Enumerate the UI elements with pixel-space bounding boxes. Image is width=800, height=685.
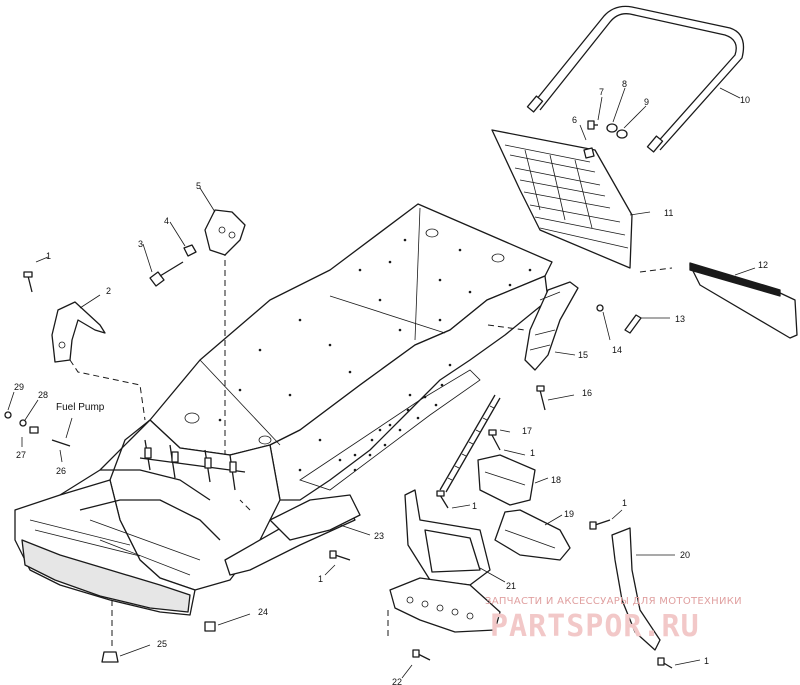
callout-8: 8 — [622, 79, 627, 89]
callout-labels: 1 2 3 4 5 6 7 8 9 10 11 12 13 14 15 16 1… — [14, 79, 768, 685]
callout-4: 4 — [164, 216, 169, 226]
callout-27: 27 — [16, 450, 26, 460]
callout-22: 22 — [392, 677, 402, 685]
callout-10: 10 — [740, 95, 750, 105]
callout-13: 13 — [675, 314, 685, 324]
fasteners — [4, 87, 701, 679]
callout-21: 21 — [506, 581, 516, 591]
callout-28: 28 — [38, 390, 48, 400]
nut-4 — [169, 221, 197, 257]
footrest-panel — [389, 489, 506, 633]
callout-1e: 1 — [318, 574, 323, 584]
assembly-lines — [69, 240, 673, 650]
callout-18: 18 — [551, 475, 561, 485]
callout-12: 12 — [758, 260, 768, 270]
callout-3: 3 — [138, 239, 143, 249]
callout-5: 5 — [196, 181, 201, 191]
callout-6: 6 — [572, 115, 577, 125]
snow-flap — [491, 129, 651, 269]
callout-1a: 1 — [46, 251, 51, 261]
callout-1f: 1 — [704, 656, 709, 666]
callout-9: 9 — [644, 97, 649, 107]
watermark-tagline: ЗАПЧАСТИ И АКСЕССУАРЫ ДЛЯ МОТОТЕХНИКИ — [485, 596, 742, 607]
watermark-brand: PARTSPOR.RU — [490, 609, 700, 644]
callout-11: 11 — [664, 208, 673, 218]
callout-19: 19 — [564, 509, 574, 519]
chassis-tunnel — [14, 203, 553, 616]
trim-panel — [689, 262, 798, 339]
callout-7: 7 — [599, 87, 604, 97]
side-guard — [611, 527, 675, 651]
slide-rail — [439, 394, 511, 493]
callout-29: 29 — [14, 382, 24, 392]
callout-17: 17 — [522, 426, 532, 436]
callout-24: 24 — [258, 607, 268, 617]
watermark: ЗАПЧАСТИ И АКСЕССУАРЫ ДЛЯ МОТОТЕХНИКИ PA… — [485, 596, 742, 644]
fuel-pump-label: Fuel Pump — [56, 402, 105, 413]
mount-plate-5 — [199, 187, 246, 256]
callout-25: 25 — [157, 639, 167, 649]
callout-1c: 1 — [472, 501, 477, 511]
callout-26: 26 — [56, 466, 66, 476]
callout-1b: 1 — [530, 448, 535, 458]
bracket-2 — [51, 294, 106, 363]
callout-14: 14 — [612, 345, 622, 355]
rear-bracket — [524, 281, 579, 371]
strip — [624, 314, 670, 334]
callout-20: 20 — [680, 550, 690, 560]
callout-1d: 1 — [622, 498, 627, 508]
callout-16: 16 — [582, 388, 592, 398]
brackets-18-19 — [477, 454, 571, 561]
callout-2: 2 — [106, 286, 111, 296]
callout-15: 15 — [578, 350, 588, 360]
callout-23: 23 — [374, 531, 384, 541]
bolt-3 — [142, 243, 184, 287]
rear-grab-handle — [526, 5, 745, 153]
